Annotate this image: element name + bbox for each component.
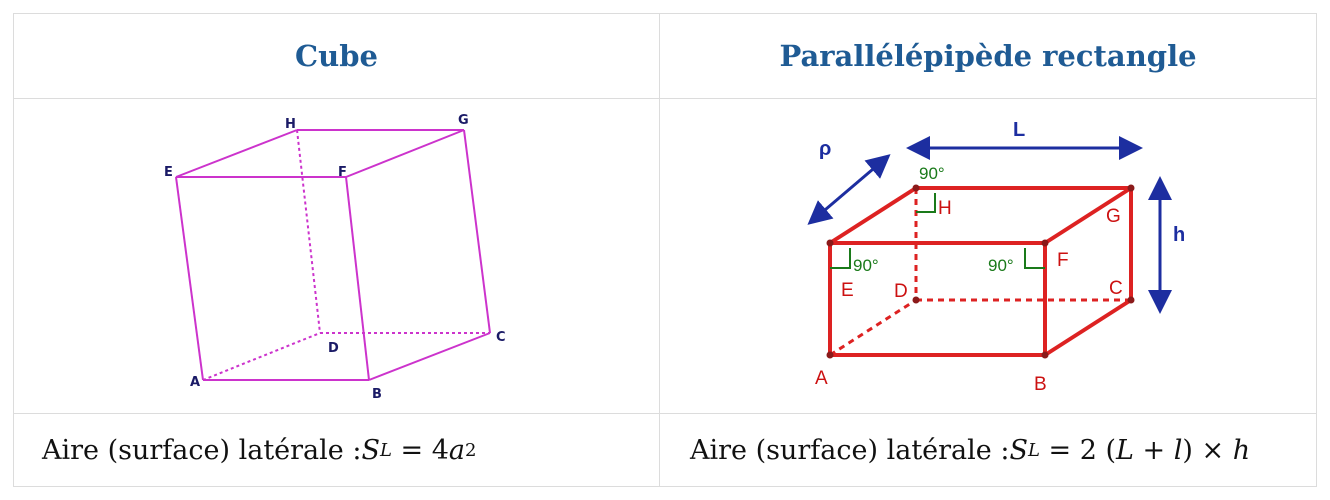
cube-edge-hd xyxy=(296,129,321,334)
column-divider xyxy=(659,13,660,487)
par-vertex-f xyxy=(1041,239,1049,247)
angle-label-right: 90° xyxy=(988,256,1014,275)
formula-lhs: S xyxy=(1009,434,1028,466)
cube-edge-bc xyxy=(368,332,491,381)
cube-label-c: C xyxy=(496,330,506,345)
par-vertex-e xyxy=(826,239,834,247)
par-vertex-d xyxy=(912,296,920,304)
angle-label-left: 90° xyxy=(853,256,879,275)
comparison-table xyxy=(13,13,1317,487)
par-vertex-h xyxy=(912,184,920,192)
dimension-arrow-width xyxy=(807,154,891,225)
par-edge-ad xyxy=(829,298,917,357)
par-edge-fg xyxy=(1043,186,1133,245)
formula-sub: L xyxy=(1027,439,1040,461)
par-label-d: D xyxy=(894,281,908,302)
cube-label-f: F xyxy=(338,165,347,180)
parallelepiped-diagram: 90° 90° 90° H G F E D C A B L ρ h xyxy=(807,119,1185,395)
formula-var-width: l xyxy=(1173,434,1183,466)
formula-prefix: Aire (surface) latérale : xyxy=(42,434,362,466)
formula-prefix: Aire (surface) latérale : xyxy=(690,434,1010,466)
par-vertex-c xyxy=(1127,296,1135,304)
par-label-b: B xyxy=(1034,374,1047,395)
cube-label-b: B xyxy=(372,387,382,402)
formula-divider xyxy=(13,413,1317,414)
formula-rhs: = 2 ( xyxy=(1039,434,1116,466)
formula-close: ) × xyxy=(1182,434,1233,466)
right-angle-marker-h xyxy=(916,193,936,213)
right-angle-marker-f xyxy=(1024,248,1045,269)
cube-edge-ea xyxy=(175,176,204,381)
dimension-label-width: ρ xyxy=(819,138,831,160)
cube-label-h: H xyxy=(285,117,296,132)
cube-edge-eh xyxy=(175,129,298,178)
cube-label-a: A xyxy=(190,375,200,390)
par-label-g: G xyxy=(1106,206,1121,227)
formula-plus: + xyxy=(1133,434,1174,466)
cube-diagram: E F H G D C A B xyxy=(164,113,506,402)
angle-label-top: 90° xyxy=(919,164,945,183)
formula-lhs: S xyxy=(361,434,380,466)
par-label-f: F xyxy=(1057,250,1069,271)
formula-var-height: h xyxy=(1232,434,1251,466)
cube-label-d: D xyxy=(328,341,339,356)
formula-sub: L xyxy=(379,439,392,461)
par-label-a: A xyxy=(815,368,828,389)
par-vertex-g xyxy=(1127,184,1135,192)
dimension-label-height: h xyxy=(1173,224,1185,246)
cube-header: Cube xyxy=(295,39,378,73)
par-label-h: H xyxy=(938,198,952,219)
formula-rhs: = 4 xyxy=(391,434,449,466)
par-edge-bc xyxy=(1043,298,1133,357)
par-label-c: C xyxy=(1109,278,1123,299)
par-vertex-a xyxy=(826,351,834,359)
right-angle-marker-e xyxy=(830,248,851,269)
formula-exp: 2 xyxy=(464,439,477,461)
cube-edge-gc xyxy=(463,129,491,334)
header-divider xyxy=(13,98,1317,99)
par-label-e: E xyxy=(841,280,854,301)
cube-edge-fb xyxy=(345,176,370,381)
cube-edge-fg xyxy=(345,129,465,178)
cube-label-g: G xyxy=(458,113,469,128)
par-vertex-b xyxy=(1041,351,1049,359)
formula-var: a xyxy=(448,434,465,466)
parallelepiped-header: Parallélépipède rectangle xyxy=(779,39,1197,73)
formula-var-length: L xyxy=(1116,434,1134,466)
cube-label-e: E xyxy=(164,165,173,180)
dimension-label-length: L xyxy=(1013,119,1025,141)
